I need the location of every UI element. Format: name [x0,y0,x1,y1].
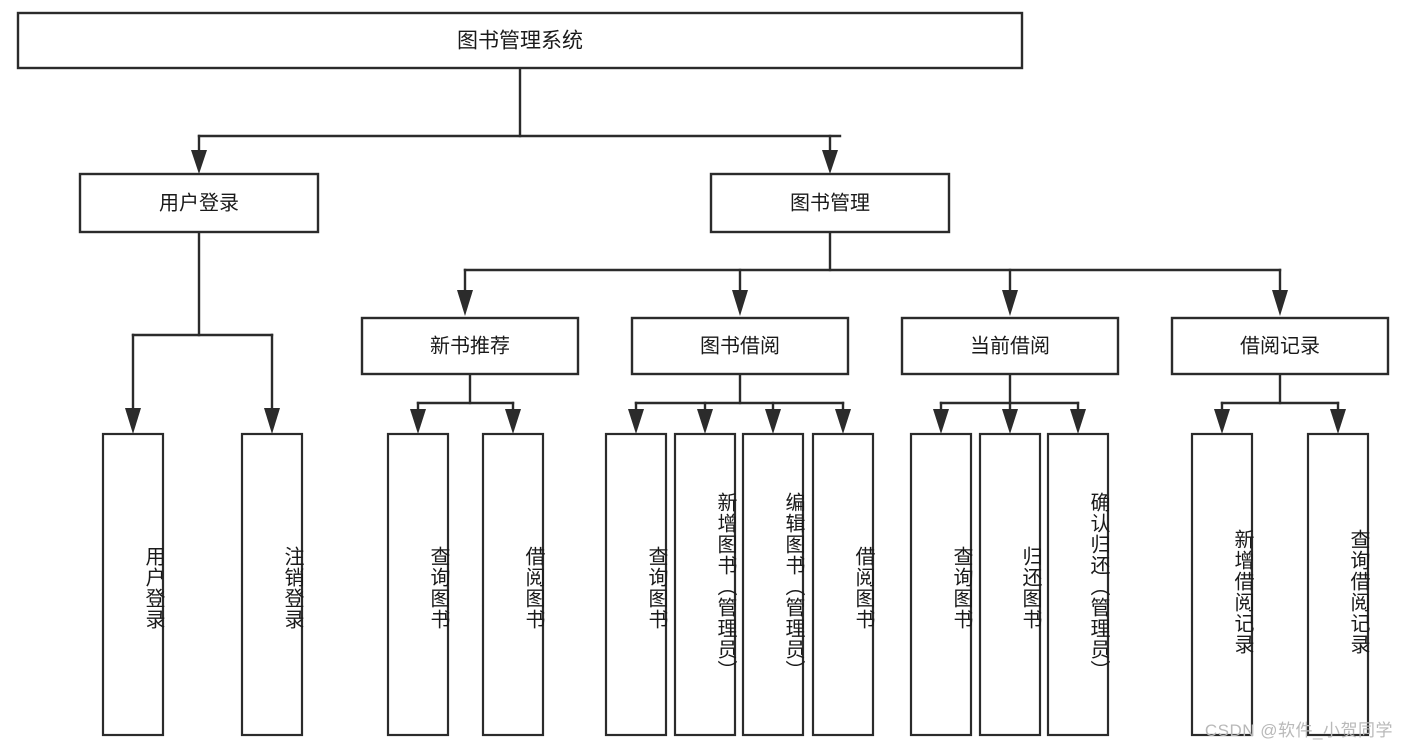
node-root[interactable] [16,11,1024,70]
watermark-text: CSDN @软件_小贺同学 [1204,721,1393,740]
node-book-management-label: 图书管理 [790,191,870,214]
node-leaf-newbook-query[interactable] [386,432,450,737]
node-leaf-user-login-logout[interactable] [240,432,304,737]
node-current-borrow-label: 当前借阅 [970,334,1050,357]
node-leaf-borrowrecord-query[interactable] [1306,432,1370,737]
connector-root-to-level2 [191,66,842,174]
connector-currentborrow-to-leaves [933,372,1086,434]
node-book-borrow[interactable] [630,316,850,376]
node-new-book-recommend[interactable] [360,316,580,376]
node-leaf-newbook-borrow[interactable] [481,432,545,737]
node-borrow-record[interactable] [1170,316,1390,376]
node-leaf-currentborrow-confirm[interactable] [1046,432,1110,737]
node-leaf-currentborrow-return[interactable] [978,432,1042,737]
node-leaf-bookborrow-borrow[interactable] [811,432,875,737]
node-new-book-recommend-label: 新书推荐 [430,334,510,357]
node-leaf-currentborrow-query[interactable] [909,432,973,737]
connector-userlogin-to-leaves [125,230,280,434]
connector-bookborrow-to-leaves [628,372,851,434]
node-leaf-user-login-login[interactable] [101,432,165,737]
node-leaf-borrowrecord-add[interactable] [1190,432,1254,737]
node-current-borrow[interactable] [900,316,1120,376]
node-borrow-record-label: 借阅记录 [1240,334,1320,357]
node-book-management[interactable] [709,172,951,234]
node-leaf-bookborrow-add[interactable] [673,432,737,737]
node-book-borrow-label: 图书借阅 [700,334,780,357]
node-leaf-bookborrow-edit[interactable] [741,432,805,737]
connector-borrowrecord-to-leaves [1214,372,1346,434]
node-user-login-label: 用户登录 [159,191,239,214]
connector-bookmgmt-to-level3 [457,230,1288,316]
node-root-label: 图书管理系统 [457,30,583,53]
node-user-login[interactable] [78,172,320,234]
node-leaf-bookborrow-query[interactable] [604,432,668,737]
connector-newbook-to-leaves [410,372,521,434]
